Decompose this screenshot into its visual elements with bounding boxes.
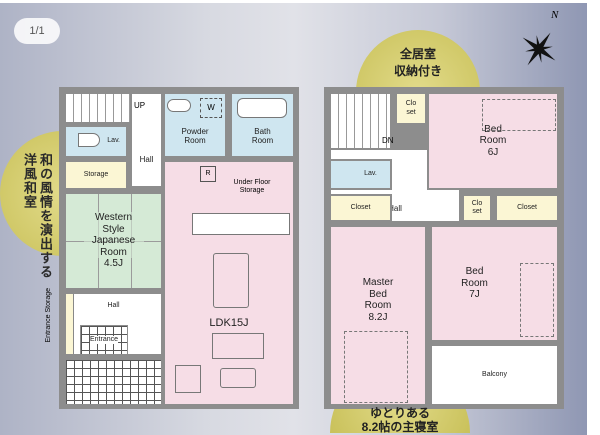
toilet-icon	[78, 133, 100, 147]
refrigerator-icon: R	[200, 166, 216, 182]
entrance-storage-label: Entrance Storage	[45, 288, 52, 343]
western-style-japanese-room: Western Style Japanese Room 4.5J	[64, 192, 163, 290]
bath-room-label: Bath Room	[251, 126, 274, 145]
coffee-table	[220, 368, 256, 388]
porch	[64, 358, 163, 406]
bathtub-icon	[237, 98, 287, 118]
under-floor-storage-label: Under Floor Storage	[233, 179, 271, 194]
callout-storage: 全居室 収納付き	[380, 46, 456, 80]
stairs-dn-label: DN	[382, 136, 394, 145]
floor2-hall-label: Hall	[388, 203, 402, 213]
lav: Lav.	[329, 159, 392, 190]
bed-7j	[520, 263, 554, 337]
callout-master-line2: 8.2帖の主寝室	[361, 420, 439, 435]
entrance: Entrance	[80, 325, 128, 355]
closet-small-1: Clo set	[395, 92, 427, 125]
lav-label: Lav.	[364, 170, 377, 178]
callout-storage-line1: 全居室	[399, 47, 436, 61]
toilet: Lav.	[64, 125, 128, 158]
callout-storage-line2: 収納付き	[393, 63, 442, 78]
floor2-stairs	[329, 92, 392, 154]
bedroom-6j-size: 6J	[487, 146, 499, 158]
compass-north-label: N	[551, 9, 559, 21]
closet-right-label: Closet	[517, 203, 537, 211]
washer-icon: W	[200, 98, 222, 118]
kitchen-counter	[192, 213, 290, 235]
entrance-label: Entrance	[89, 335, 119, 345]
japanese-room-size: 4.5J	[104, 258, 123, 270]
armchair	[175, 365, 201, 393]
balcony: Balcony	[430, 344, 559, 406]
closet-right: Closet	[495, 194, 559, 222]
closet-small-2-label: Clo set	[471, 199, 483, 215]
entrance-storage	[66, 294, 74, 354]
hall-label: Hall	[139, 155, 154, 165]
powder-room-label: Powder Room	[181, 126, 209, 145]
compass-icon: N	[515, 9, 565, 71]
japanese-room-name: Western Style Japanese Room	[83, 212, 144, 259]
callout-japanese-room-line2: 洋風和室	[22, 153, 37, 209]
master-bedroom-name: Master Bed Room	[362, 277, 394, 311]
dining-table	[213, 253, 249, 308]
page-indicator: 1/1	[14, 18, 60, 44]
image-viewer: 和の風情を演出する 洋風和室 1/1 Hall UP Lav. Powder R…	[0, 3, 587, 435]
callout-japanese-room-line1: 和の風情を演出する	[38, 153, 53, 279]
floor1-stairs	[64, 92, 132, 124]
bedroom-7j-size: 7J	[469, 289, 480, 301]
floor1-hall-upper: Hall	[130, 92, 163, 188]
closet-left: Closet	[329, 194, 392, 222]
bed-6j	[482, 99, 556, 131]
storage-label: Storage	[83, 170, 109, 178]
bedroom-6j-name: Bed Room	[479, 123, 507, 147]
closet-left-label: Closet	[350, 203, 371, 211]
toilet-label: Lav.	[107, 137, 120, 145]
closet-small-1-label: Clo set	[405, 100, 417, 116]
balcony-label: Balcony	[482, 370, 507, 378]
bedroom-6j: Bed Room 6J	[427, 92, 559, 190]
bedroom-7j-name: Bed Room	[461, 266, 488, 289]
hall-lower-label: Hall	[107, 302, 120, 309]
sofa	[212, 333, 264, 359]
master-bedroom-size: 8.2J	[368, 311, 388, 323]
washbasin-icon	[167, 99, 191, 112]
callout-master-bedroom: ゆとりある 8.2帖の主寝室	[345, 406, 455, 435]
master-bedroom: Master Bed Room 8.2J	[329, 225, 427, 406]
bed-master	[344, 331, 408, 403]
closet-small-2: Clo set	[462, 194, 492, 222]
bedroom-7j: Bed Room 7J	[430, 225, 559, 342]
stairs-up-label: UP	[134, 101, 146, 110]
ldk-label: LDK15J	[209, 316, 249, 329]
storage: Storage	[64, 160, 128, 190]
callout-master-line1: ゆとりある	[369, 406, 430, 420]
